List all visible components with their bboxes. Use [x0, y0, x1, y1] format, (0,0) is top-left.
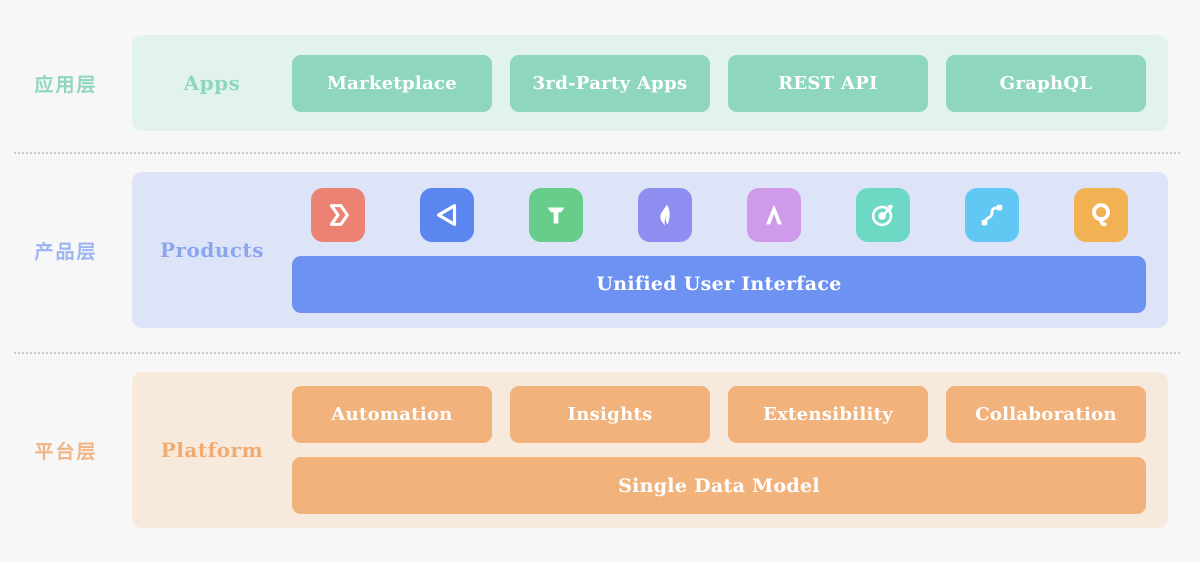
layer-band-platform: Platform Automation Insights Extensibili… [132, 372, 1168, 528]
platform-pill-collaboration[interactable]: Collaboration [946, 386, 1146, 443]
layer-content-apps: Marketplace 3rd-Party Apps REST API Grap… [292, 54, 1168, 112]
product-icon-cell-3[interactable] [510, 187, 601, 242]
product-icon-cell-8[interactable] [1055, 187, 1146, 242]
platform-pill-row: Automation Insights Extensibility Collab… [292, 386, 1146, 443]
layer-cjk-label-products: 产品层 [34, 240, 98, 263]
layer-cjk-label-apps: 应用层 [34, 73, 98, 96]
product-icon-cell-4[interactable] [619, 187, 710, 242]
layer-title-apps: Apps [183, 71, 241, 95]
layer-content-products: Unified User Interface [292, 187, 1168, 313]
layer-row-products: 产品层 Products [0, 172, 1200, 328]
apps-pill-marketplace[interactable]: Marketplace [292, 54, 492, 112]
layer-content-platform: Automation Insights Extensibility Collab… [292, 386, 1168, 514]
apps-pill-rest-api[interactable]: REST API [728, 54, 928, 112]
platform-single-data-model-bar[interactable]: Single Data Model [292, 457, 1146, 514]
product-icon-cell-6[interactable] [837, 187, 928, 242]
play-triangle-icon[interactable] [419, 187, 474, 242]
product-icon-cell-1[interactable] [292, 187, 383, 242]
layer-band-products: Products [132, 172, 1168, 328]
node-path-icon[interactable] [964, 187, 1019, 242]
apps-pill-graphql[interactable]: GraphQL [946, 54, 1146, 112]
layer-title-platform: Platform [160, 438, 264, 462]
layer-row-platform: 平台层 Platform Automation Insights Extensi… [0, 372, 1200, 528]
layer-row-apps: 应用层 Apps Marketplace 3rd-Party Apps REST… [0, 35, 1200, 131]
apps-pill-row: Marketplace 3rd-Party Apps REST API Grap… [292, 54, 1146, 112]
layer-cjk-label-platform: 平台层 [34, 440, 98, 463]
divider-products-platform [14, 352, 1180, 354]
layer-title-products: Products [159, 238, 265, 262]
letter-t-icon[interactable] [528, 187, 583, 242]
platform-pill-extensibility[interactable]: Extensibility [728, 386, 928, 443]
product-icon-cell-5[interactable] [728, 187, 819, 242]
divider-apps-products [14, 152, 1180, 154]
products-icon-row [292, 187, 1146, 242]
letter-a-icon[interactable] [746, 187, 801, 242]
products-unified-interface-bar[interactable]: Unified User Interface [292, 255, 1146, 313]
product-icon-cell-2[interactable] [401, 187, 492, 242]
product-icon-cell-7[interactable] [946, 187, 1037, 242]
platform-pill-automation[interactable]: Automation [292, 386, 492, 443]
feather-flame-icon[interactable] [637, 187, 692, 242]
letter-q-icon[interactable] [1073, 187, 1128, 242]
apps-pill-third-party-apps[interactable]: 3rd-Party Apps [510, 54, 710, 112]
target-arrow-icon[interactable] [855, 187, 910, 242]
platform-pill-insights[interactable]: Insights [510, 386, 710, 443]
layer-band-apps: Apps Marketplace 3rd-Party Apps REST API… [132, 35, 1168, 131]
dynalist-chevron-icon[interactable] [310, 187, 365, 242]
